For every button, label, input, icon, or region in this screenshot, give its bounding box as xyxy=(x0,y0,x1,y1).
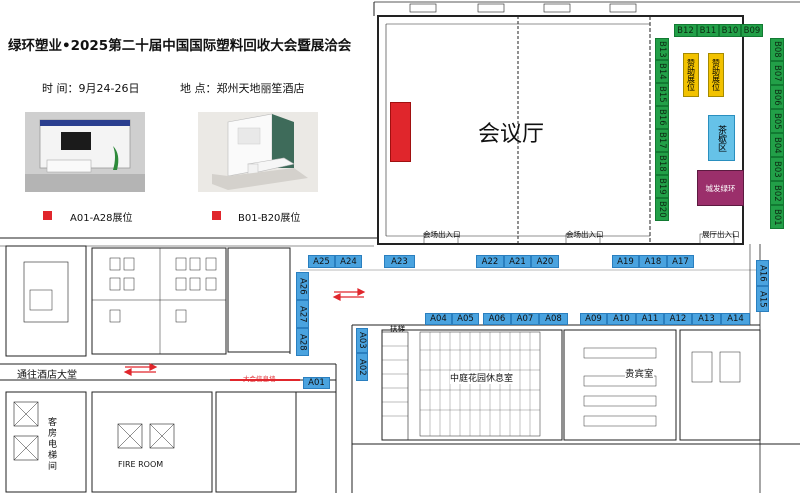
booth-a20[interactable]: A20 xyxy=(531,255,559,268)
stage xyxy=(390,102,411,162)
booth-a28[interactable]: A28 xyxy=(296,328,309,356)
booth-b04[interactable]: B04 xyxy=(770,133,784,157)
booth-a17[interactable]: A17 xyxy=(667,255,694,268)
booth-a05[interactable]: A05 xyxy=(452,313,479,325)
booth-b19[interactable]: B19 xyxy=(655,175,669,198)
booth-b10[interactable]: B10 xyxy=(719,24,741,37)
booth-b12[interactable]: B12 xyxy=(674,24,697,37)
booth-b01[interactable]: B01 xyxy=(770,205,784,229)
booth-b02[interactable]: B02 xyxy=(770,181,784,205)
booth-a04[interactable]: A04 xyxy=(425,313,452,325)
booth-a12[interactable]: A12 xyxy=(664,313,692,325)
sponsor-booth-2[interactable]: 赞助展位 xyxy=(708,53,724,97)
event-time: 时 间：9月24-26日 xyxy=(42,82,140,95)
event-place: 地 点：郑州天地丽笙酒店 xyxy=(180,82,305,95)
booth-a26[interactable]: A26 xyxy=(296,272,309,300)
fire-room-label: FIRE ROOM xyxy=(118,460,164,469)
booth-b13[interactable]: B13 xyxy=(655,38,669,60)
legend-label-a: A01-A28展位 xyxy=(70,213,133,224)
booth-b11[interactable]: B11 xyxy=(697,24,719,37)
booth-b16[interactable]: B16 xyxy=(655,106,669,129)
tea-break-area[interactable]: 茶歇区 xyxy=(708,115,735,161)
booth-a11[interactable]: A11 xyxy=(636,313,664,325)
booth-a-photo xyxy=(25,112,145,192)
booth-a06[interactable]: A06 xyxy=(483,313,511,325)
booth-a01[interactable]: A01 xyxy=(303,377,330,389)
booth-a10[interactable]: A10 xyxy=(607,313,636,325)
hall-label: 会议厅 xyxy=(478,122,545,147)
booth-a09[interactable]: A09 xyxy=(580,313,607,325)
entrance-label-3: 展厅出入口 xyxy=(702,230,740,239)
vip-room-label: 贵宾室 xyxy=(625,366,654,380)
entrance-label-1: 会场出入口 xyxy=(423,230,461,239)
booth-b09[interactable]: B09 xyxy=(741,24,763,37)
legend-label-b: B01-B20展位 xyxy=(238,213,301,224)
booth-a08[interactable]: A08 xyxy=(539,313,568,325)
booth-a07[interactable]: A07 xyxy=(511,313,539,325)
booth-b14[interactable]: B14 xyxy=(655,60,669,83)
booth-b15[interactable]: B15 xyxy=(655,83,669,106)
booth-a24[interactable]: A24 xyxy=(335,255,362,268)
entrance-label-2: 会场出入口 xyxy=(566,230,604,239)
booth-a18[interactable]: A18 xyxy=(639,255,667,268)
booth-b05[interactable]: B05 xyxy=(770,109,784,133)
escalator-label: 扶梯 xyxy=(390,324,405,333)
booth-a27[interactable]: A27 xyxy=(296,300,309,328)
booth-a23[interactable]: A23 xyxy=(384,255,415,268)
to-hotel-lobby-label: 通往酒店大堂 xyxy=(17,370,77,381)
legend-swatch-b xyxy=(212,211,221,220)
booth-b17[interactable]: B17 xyxy=(655,129,669,152)
booth-a16[interactable]: A16 xyxy=(756,260,769,286)
sponsor-booth-1[interactable]: 赞助展位 xyxy=(683,53,699,97)
booth-b03[interactable]: B03 xyxy=(770,157,784,181)
garden-lounge-label: 中庭花园休息室 xyxy=(450,371,514,384)
page-title: 绿环塑业•2025第二十届中国国际塑料回收大会暨展洽会 xyxy=(8,38,352,54)
booth-b18[interactable]: B18 xyxy=(655,152,669,175)
booth-a03[interactable]: A03 xyxy=(356,328,368,353)
booth-a22[interactable]: A22 xyxy=(476,255,504,268)
elevator-hall-label: 客房电梯间 xyxy=(48,418,58,472)
lvhuan-booth[interactable]: 城发绿环 xyxy=(697,170,744,206)
booth-b07[interactable]: B07 xyxy=(770,61,784,85)
info-board-label: 大会信息墙 xyxy=(243,375,276,383)
booth-a19[interactable]: A19 xyxy=(612,255,639,268)
booth-a14[interactable]: A14 xyxy=(721,313,750,325)
booth-b-photo xyxy=(198,112,318,192)
booth-a13[interactable]: A13 xyxy=(692,313,721,325)
booth-b06[interactable]: B06 xyxy=(770,85,784,109)
booth-a02[interactable]: A02 xyxy=(356,353,368,381)
booth-a25[interactable]: A25 xyxy=(308,255,335,268)
booth-b20[interactable]: B20 xyxy=(655,198,669,221)
booth-a15[interactable]: A15 xyxy=(756,286,769,312)
booth-a21[interactable]: A21 xyxy=(504,255,531,268)
legend-swatch-a xyxy=(43,211,52,220)
booth-b08[interactable]: B08 xyxy=(770,38,784,61)
